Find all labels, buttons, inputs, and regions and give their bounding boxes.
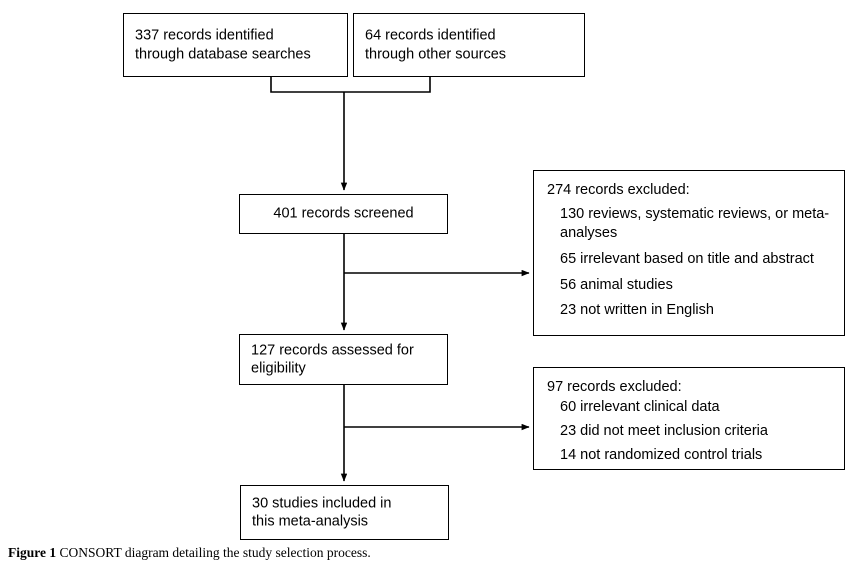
- node-records-identified-database: 337 records identified through database …: [123, 13, 348, 77]
- node-studies-included: 30 studies included in this meta-analysi…: [240, 485, 449, 540]
- node-line-2: this meta-analysis: [252, 513, 369, 530]
- exclusion-header: 274 records excluded:: [547, 182, 690, 198]
- node-line-2: eligibility: [251, 360, 306, 377]
- figure-caption: Figure 1 CONSORT diagram detailing the s…: [8, 545, 808, 561]
- figure-caption-text: CONSORT diagram detailing the study sele…: [59, 545, 371, 560]
- exclusion-box-screening: 274 records excluded: 130 reviews, syste…: [533, 170, 845, 336]
- exclusion-reason: 60 irrelevant clinical data: [560, 399, 720, 415]
- node-records-assessed-eligibility: 127 records assessed for eligibility: [239, 334, 448, 385]
- exclusion-reason-list: 130 reviews, systematic reviews, or meta…: [560, 205, 837, 320]
- node-records-identified-other: 64 records identified through other sour…: [353, 13, 585, 77]
- figure-caption-label: Figure 1: [8, 545, 57, 560]
- exclusion-reason-list: 60 irrelevant clinical data 23 did not m…: [560, 398, 837, 470]
- node-line-2: through other sources: [365, 46, 507, 62]
- node-line-1: 64 records identified: [365, 27, 496, 44]
- node-records-screened: 401 records screened: [239, 194, 448, 234]
- exclusion-reason: 130 reviews, systematic reviews, or meta…: [560, 206, 830, 241]
- exclusion-reason: 23 not written in English: [560, 302, 714, 319]
- node-line-1: 337 records identified: [135, 27, 274, 44]
- exclusion-reason: 56 animal studies: [560, 276, 673, 293]
- merge-bracket-connector: [270, 77, 431, 191]
- exclusion-header: 97 records excluded:: [547, 379, 682, 395]
- node-line-2: through database searches: [135, 46, 311, 62]
- exclusion-reason: 14 not randomized control trials: [560, 446, 763, 463]
- node-line-1: 401 records screened: [273, 205, 414, 222]
- exclusion-reason: 65 irrelevant based on title and abstrac…: [560, 250, 814, 267]
- node-line-1: 30 studies included in: [252, 494, 392, 511]
- node-line-1: 127 records assessed for: [251, 341, 414, 358]
- exclusion-reason: 23 did not meet inclusion criteria: [560, 422, 768, 439]
- exclusion-box-eligibility: 97 records excluded: 60 irrelevant clini…: [533, 367, 845, 470]
